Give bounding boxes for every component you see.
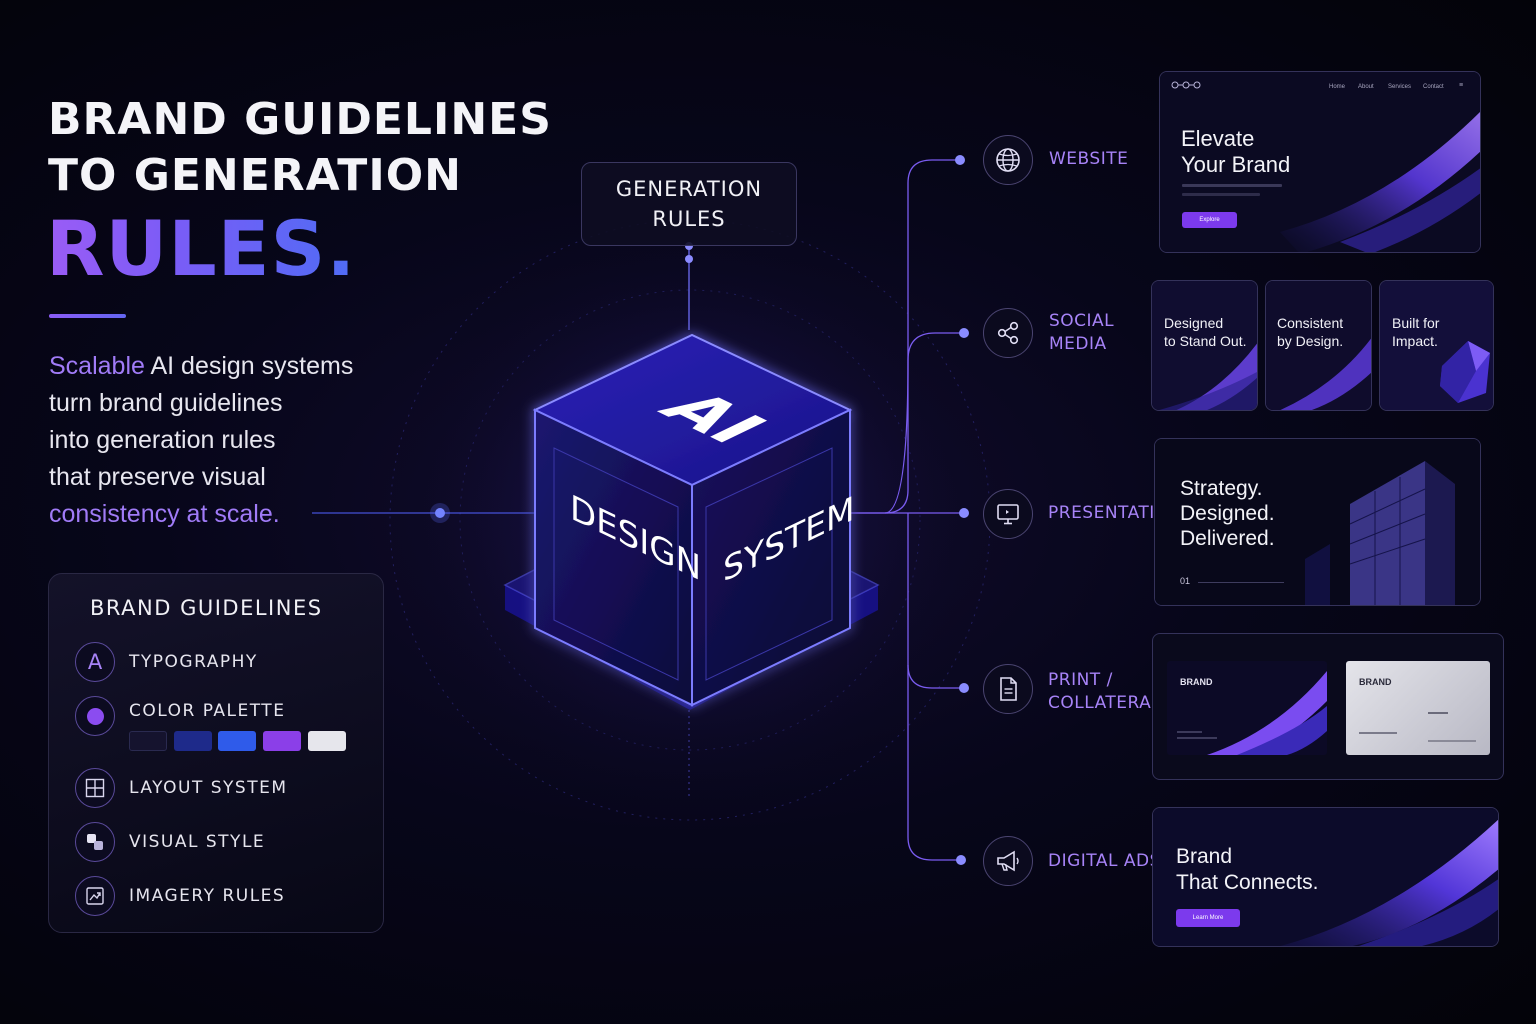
globe-icon [983, 135, 1033, 185]
website-sub-placeholder-2 [1182, 193, 1260, 196]
nav-about[interactable]: About [1358, 84, 1374, 90]
swatch-4 [263, 731, 301, 751]
cube-right-face [691, 408, 851, 707]
website-headline: Elevate Your Brand [1181, 126, 1291, 177]
connector-social [884, 332, 963, 514]
guideline-visual-style: VISUAL STYLE [129, 832, 266, 852]
channel-website: WEBSITE [1049, 149, 1129, 169]
generation-rules-box: GENERATION RULES [581, 162, 797, 246]
grid-icon [75, 768, 115, 808]
nav-services[interactable]: Services [1388, 84, 1412, 90]
desc-highlight-1: Scalable [49, 352, 145, 380]
connector-node-left [435, 508, 445, 518]
swatch-5 [308, 731, 346, 751]
title-line-1: BRAND GUIDELINES [48, 94, 552, 145]
share-icon [983, 308, 1033, 358]
channel-social-media: SOCIAL MEDIA [1049, 311, 1115, 354]
swatch-1 [129, 731, 167, 751]
website-sub-placeholder-1 [1182, 184, 1282, 187]
connector-website [850, 159, 960, 514]
megaphone-icon [983, 836, 1033, 886]
color-dot-icon [75, 696, 115, 736]
guideline-imagery-rules: IMAGERY RULES [129, 886, 286, 906]
title-line-2: TO GENERATION [48, 150, 462, 201]
social-card-2 [1265, 280, 1372, 411]
brand-guidelines-card [48, 573, 384, 933]
channel-digital-ads: DIGITAL ADS [1048, 851, 1161, 871]
logo-mark-icon [1171, 81, 1201, 89]
nav-contact[interactable]: Contact [1423, 84, 1444, 90]
slide-progress-line [1198, 582, 1284, 583]
print-light-label: BRAND [1359, 677, 1392, 687]
presentation-card [1154, 438, 1481, 606]
social-headline-3: Built for Impact. [1392, 315, 1440, 349]
image-icon [75, 876, 115, 916]
brand-guidelines-title: BRAND GUIDELINES [90, 596, 323, 620]
title-accent: RULES. [46, 204, 357, 293]
swatch-3 [218, 731, 256, 751]
channel-print-collateral: PRINT / COLLATERAL [1048, 670, 1162, 713]
social-headline-2: Consistent by Design. [1277, 315, 1344, 349]
monitor-icon [983, 489, 1033, 539]
title-divider [49, 314, 126, 318]
channel-presentation: PRESENTATION [1048, 503, 1182, 523]
document-icon [983, 664, 1033, 714]
social-card-1 [1151, 280, 1258, 411]
nav-home[interactable]: Home [1329, 84, 1346, 90]
ads-headline: Brand That Connects. [1176, 845, 1319, 894]
print-light-placeholder [1428, 712, 1448, 714]
ai-design-system-cube: AI DESIGN SYSTEM [503, 333, 880, 710]
desc-highlight-2: consistency at scale. [49, 500, 280, 528]
guideline-color-palette: COLOR PALETTE [129, 701, 286, 721]
description: Scalable AI design systems turn brand gu… [49, 348, 379, 533]
menu-icon[interactable]: ≡ [1459, 82, 1464, 89]
print-dark-sheet [1167, 661, 1327, 755]
orbit-ring-inner [459, 289, 921, 751]
social-card-3 [1379, 280, 1494, 411]
print-dark-label: BRAND [1180, 677, 1213, 687]
shapes-icon [75, 822, 115, 862]
guideline-typography: TYPOGRAPHY [129, 652, 258, 672]
slide-number: 01 [1180, 576, 1191, 586]
guideline-layout-system: LAYOUT SYSTEM [129, 778, 288, 798]
typography-icon: A [75, 642, 115, 682]
connector-ads [907, 665, 960, 861]
social-headline-1: Designed to Stand Out. [1164, 315, 1247, 349]
explore-button[interactable]: Explore [1182, 212, 1237, 228]
print-light-sheet [1346, 661, 1490, 755]
presentation-headline: Strategy. Designed. Delivered. [1180, 477, 1275, 550]
learn-more-button[interactable]: Learn More [1176, 909, 1240, 927]
swatch-2 [174, 731, 212, 751]
